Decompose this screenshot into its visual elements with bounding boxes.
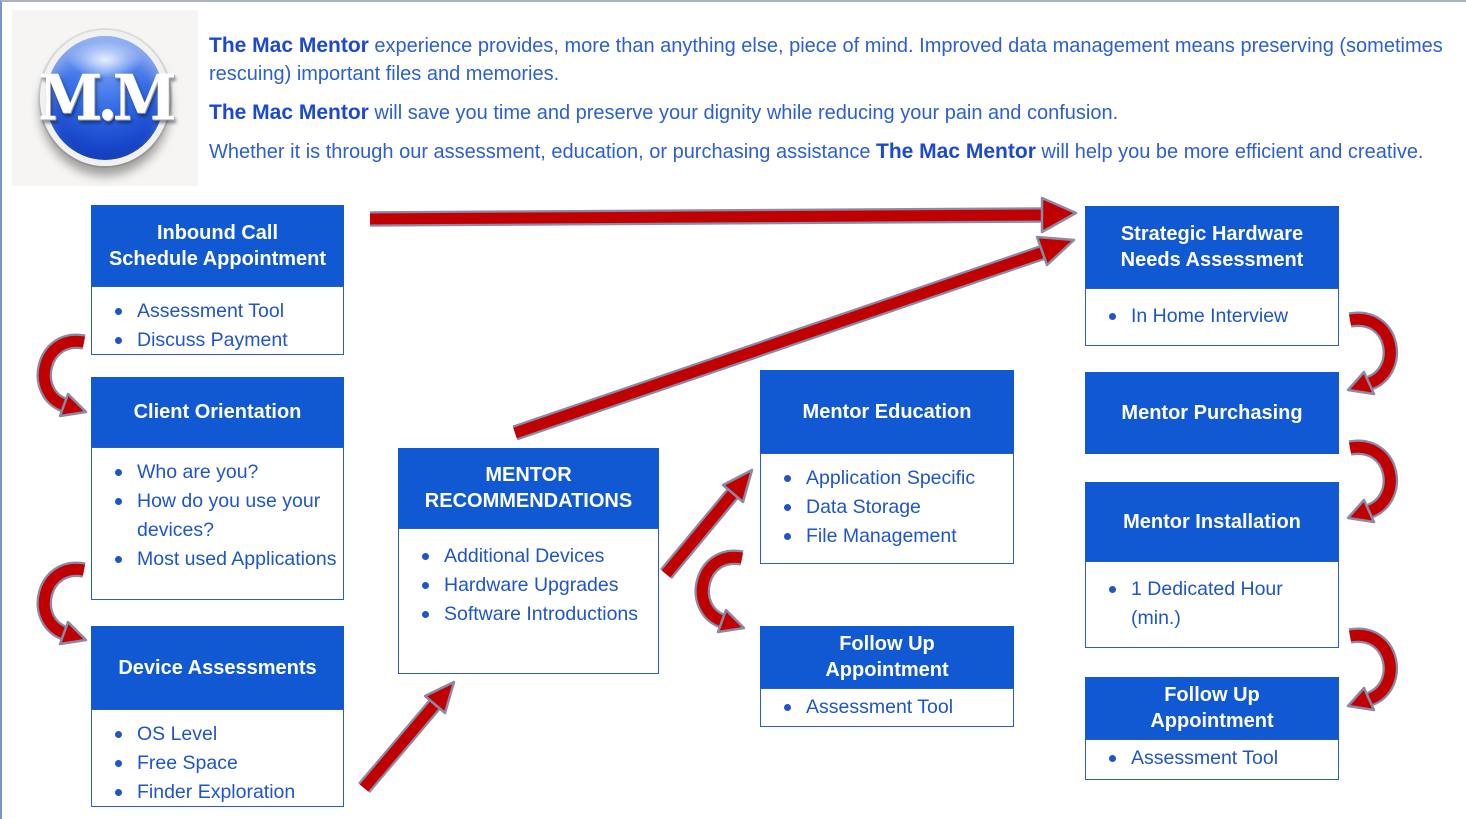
bullet-item: In Home Interview <box>1102 302 1334 331</box>
intro-segment: will help you be more efficient and crea… <box>1035 141 1424 163</box>
brand-name: The Mac Mentor <box>209 101 369 124</box>
arrow-strategic-to-purchasing <box>1346 311 1399 396</box>
node-title-line: MENTOR <box>485 464 572 486</box>
node-follow-up-appointment-mid: Follow Up Appointment Assessment Tool <box>760 626 1014 727</box>
node-title-line: Strategic Hardware <box>1120 223 1304 245</box>
arrow-education-to-followup <box>694 549 746 634</box>
arrow-recommendations-to-education <box>660 468 754 579</box>
node-title-line: Mentor Purchasing <box>1121 402 1303 424</box>
node-title-line: Appointment <box>1150 710 1274 732</box>
bullet-item: Data Storage <box>777 493 1009 522</box>
node-body: Who are you?How do you use your devices?… <box>91 447 344 600</box>
bullet-item: Discuss Payment <box>108 326 339 354</box>
node-title-line: Client Orientation <box>133 401 302 423</box>
bullet-item: Assessment Tool <box>108 297 339 326</box>
node-body: 1 Dedicated Hour (min.) <box>1085 561 1339 648</box>
bullet-item: Who are you? <box>108 458 339 487</box>
node-title-line: Mentor Installation <box>1123 510 1301 533</box>
node-mentor-installation: Mentor Installation 1 Dedicated Hour (mi… <box>1085 482 1339 648</box>
brand-name: The Mac Mentor <box>209 34 369 57</box>
bullet-item: Hardware Upgrades <box>415 571 654 600</box>
node-title: Follow Up Appointment <box>1085 677 1339 739</box>
node-title: Device Assessments <box>91 626 344 709</box>
logo-sphere-icon: M.M <box>38 30 177 166</box>
node-body: In Home Interview <box>1085 288 1339 346</box>
node-client-orientation: Client Orientation Who are you?How do yo… <box>91 377 344 600</box>
bullet-item: 1 Dedicated Hour (min.) <box>1102 575 1334 633</box>
mac-mentor-logo: M.M <box>12 10 198 186</box>
bullet-item: File Management <box>777 522 1009 551</box>
arrow-inbound-to-client <box>36 333 88 418</box>
node-mentor-purchasing: Mentor Purchasing <box>1085 372 1339 454</box>
intro-segment: experience provides, more than anything … <box>209 35 1443 85</box>
bullet-item: Free Space <box>108 749 339 778</box>
node-title: Mentor Education <box>760 370 1014 453</box>
node-title-line: Appointment <box>825 659 949 681</box>
bullet-item: Finder Exploration <box>108 778 339 806</box>
bullet-item: Assessment Tool <box>1102 744 1334 773</box>
node-mentor-recommendations: MENTOR RECOMMENDATIONS Additional Devices… <box>398 448 659 674</box>
brand-name: The Mac Mentor <box>876 140 1036 163</box>
arrow-inbound-to-strategic <box>369 196 1078 234</box>
node-title: Mentor Installation <box>1085 482 1339 561</box>
bullet-item: Assessment Tool <box>777 693 1009 722</box>
node-title-line: Needs Assessment <box>1120 249 1304 271</box>
intro-text: The Mac Mentor experience provides, more… <box>209 32 1449 177</box>
node-title-line: Mentor Education <box>802 400 972 423</box>
bullet-item: Application Specific <box>777 464 1009 493</box>
node-body: Assessment Tool <box>1085 739 1339 780</box>
arrow-device-to-recommendations <box>358 680 456 794</box>
arrow-client-to-device <box>36 561 88 646</box>
arrow-installation-to-followup <box>1346 627 1399 712</box>
intro-paragraph-1: The Mac Mentor experience provides, more… <box>209 32 1449 88</box>
intro-segment: will save you time and preserve your dig… <box>368 102 1119 124</box>
node-title: MENTOR RECOMMENDATIONS <box>398 448 659 528</box>
intro-segment: Whether it is through our assessment, ed… <box>209 141 877 163</box>
intro-paragraph-3: Whether it is through our assessment, ed… <box>209 138 1449 166</box>
arrow-purchasing-to-installation <box>1346 439 1399 524</box>
node-title: Mentor Purchasing <box>1085 372 1339 454</box>
bullet-item: How do you use your devices? <box>108 487 339 545</box>
intro-paragraph-2: The Mac Mentor will save you time and pr… <box>209 99 1449 127</box>
node-title: Follow Up Appointment <box>760 626 1014 688</box>
node-title-line: Follow Up <box>839 633 935 655</box>
node-title-line: Inbound Call <box>156 221 279 244</box>
node-title-line: RECOMMENDATIONS <box>424 490 633 512</box>
bullet-item: Additional Devices <box>415 542 654 571</box>
bullet-item: Most used Applications <box>108 545 339 574</box>
node-title-line: Follow Up <box>1164 684 1260 706</box>
node-title-line: Schedule Appointment <box>108 247 327 270</box>
node-title: Client Orientation <box>91 377 344 447</box>
node-title-line: Device Assessments <box>118 656 317 679</box>
bullet-item: OS Level <box>108 720 339 749</box>
node-follow-up-appointment-right: Follow Up Appointment Assessment Tool <box>1085 677 1339 780</box>
node-body: Assessment Tool <box>760 688 1014 727</box>
bullet-item: Software Introductions <box>415 600 654 629</box>
logo-text: M.M <box>38 61 177 135</box>
